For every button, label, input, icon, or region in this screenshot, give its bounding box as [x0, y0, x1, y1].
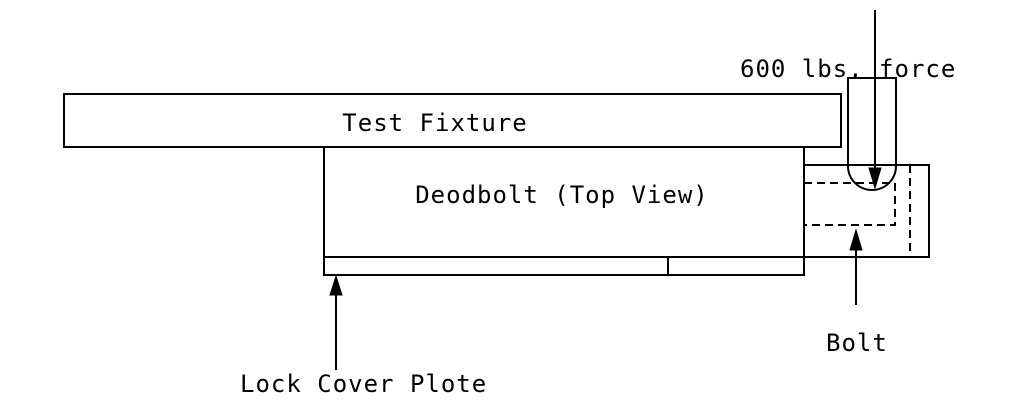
lock-cover-plate: [323, 256, 805, 276]
test-fixture-label: Test Fixture: [342, 109, 527, 137]
cover-plate-leader-arrow: [329, 274, 343, 296]
bolt-housing: [803, 164, 930, 258]
force-applicator: [847, 77, 897, 191]
force-arrow-head: [868, 167, 882, 190]
bolt-leader-arrow: [849, 228, 863, 251]
bolt-outline: [804, 182, 896, 226]
bolt-label: Bolt: [826, 329, 888, 357]
deadbolt-label: Deodbolt (Top View): [415, 181, 709, 209]
force-label: 600 lbs. force: [740, 55, 956, 83]
lock-cover-plate-label: Lock Cover Plote: [240, 370, 487, 398]
